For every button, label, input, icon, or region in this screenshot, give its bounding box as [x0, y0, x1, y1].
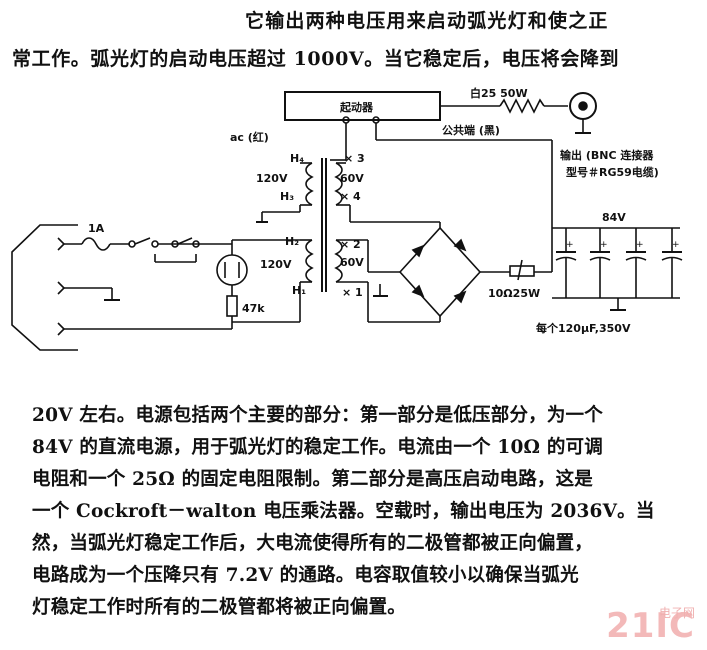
winding-h3-label: H₃ — [280, 190, 294, 203]
bridge-resistor-label: 10Ω25W — [488, 287, 540, 300]
site-watermark: 电子网 21IC — [606, 606, 695, 646]
resistor-47k — [226, 295, 238, 317]
ac-red-label: ac (红) — [230, 130, 269, 144]
output-resistor — [499, 98, 545, 114]
svg-text:+: + — [636, 240, 644, 250]
watermark-brand: 21IC — [606, 606, 695, 646]
starter-label: 起动器 — [339, 100, 374, 114]
dc-voltage-label: 84V — [602, 211, 626, 224]
body-line-2: 84V 的直流电源，用于弧光灯的稳定工作。电流由一个 10Ω 的可调 — [32, 437, 603, 458]
capacitor-note: 每个120μF,350V — [536, 321, 631, 335]
ac-plug — [11, 224, 78, 351]
body-line-5: 然，当弧光灯稳定工作后，大电流使得所有的二极管都被正向偏置， — [32, 533, 594, 554]
output-connector-label-1: 输出 (BNC 连接器 — [560, 148, 654, 162]
body-line-6: 电路成为一个压降只有 7.2V 的通路。电容取值较小以确保当弧光 — [32, 565, 579, 586]
winding-h1-label: H₁ — [292, 284, 306, 297]
common-terminal-label: 公共端 (黑) — [442, 123, 500, 137]
capacitor-bank — [555, 228, 683, 298]
output-resistor-label: 白25 50W — [470, 86, 528, 100]
tap-x2: × 2 — [340, 238, 361, 251]
svg-text:+: + — [600, 240, 608, 250]
winding-h4-label: H₄ — [290, 152, 304, 165]
svg-text:+: + — [566, 240, 574, 250]
watermark-site: 电子网 — [658, 606, 695, 620]
resistor-47k-label: 47k — [242, 302, 265, 315]
body-line-4: 一个 Cockroft－walton 电压乘法器。空载时，输出电压为 2036V… — [32, 501, 655, 522]
tap-x3: × 3 — [344, 152, 365, 165]
intro-line-2: 常工作。弧光灯的启动电压超过 1000V。当它稳定后，电压将会降到 — [12, 48, 620, 70]
tap-x1: × 1 — [342, 286, 363, 299]
fuse-label: 1A — [88, 222, 105, 235]
secondary-voltage-top: 60V — [340, 172, 364, 185]
fuse-1a — [81, 237, 111, 251]
winding-h2-label: H₂ — [285, 235, 299, 248]
body-line-1: 20V 左右。电源包括两个主要的部分：第一部分是低压部分，为一个 — [32, 405, 603, 426]
body-line-7: 灯稳定工作时所有的二极管都将被正向偏置。 — [32, 597, 407, 618]
primary-voltage-top: 120V — [256, 172, 288, 185]
intro-line-1: 它输出两种电压用来启动弧光灯和使之正 — [245, 10, 609, 32]
primary-voltage-bottom: 120V — [260, 258, 292, 271]
tap-x4: × 4 — [340, 190, 361, 203]
body-line-3: 电阻和一个 25Ω 的固定电阻限制。第二部分是高压启动电路，这是 — [32, 469, 593, 490]
bridge-resistor-10ohm — [509, 265, 535, 277]
output-connector-label-2: 型号＃RG59电缆) — [566, 165, 659, 179]
secondary-voltage-bottom: 60V — [340, 256, 364, 269]
body-paragraph: 20V 左右。电源包括两个主要的部分：第一部分是低压部分，为一个 84V 的直流… — [32, 400, 655, 624]
svg-text:+: + — [672, 240, 680, 250]
bridge-rectifier — [398, 226, 482, 318]
neon-lamp — [216, 254, 248, 286]
